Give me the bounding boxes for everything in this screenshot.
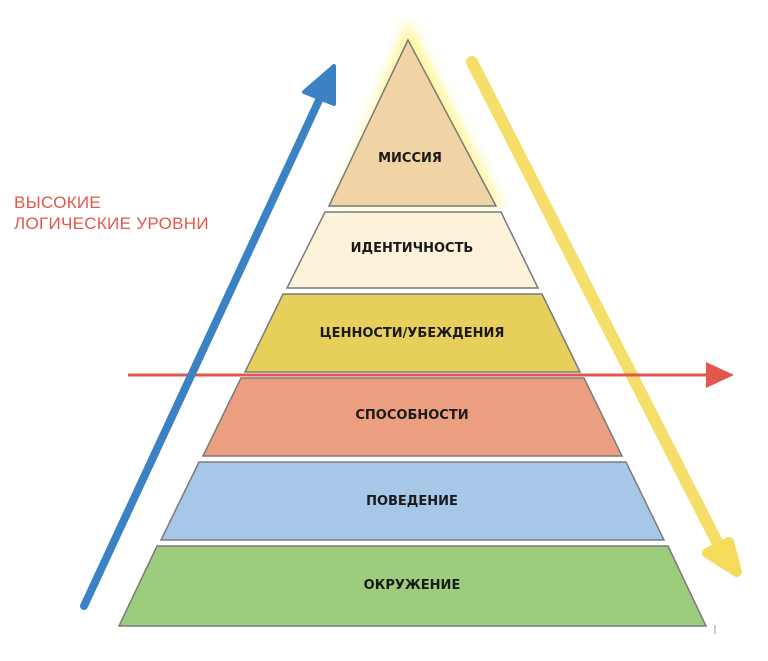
caption-line-1: ВЫСОКИЕ bbox=[14, 193, 102, 212]
level-behavior: ПОВЕДЕНИЕ bbox=[159, 461, 666, 541]
level-identity: ИДЕНТИЧНОСТЬ bbox=[285, 211, 540, 289]
tier-shape bbox=[327, 38, 498, 207]
ascending-arrow bbox=[80, 64, 336, 610]
level-label-identity: ИДЕНТИЧНОСТЬ bbox=[351, 241, 474, 256]
levels-caption: ВЫСОКИЕ ЛОГИЧЕСКИЕ УРОВНИ bbox=[14, 192, 209, 234]
divider-arrow bbox=[128, 362, 734, 388]
level-label-mission: МИССИЯ bbox=[378, 151, 442, 166]
level-mission: МИССИЯ bbox=[327, 38, 498, 207]
level-label-environment: ОКРУЖЕНИЕ bbox=[364, 578, 461, 593]
tier-shape bbox=[243, 293, 582, 373]
caption-line-2: ЛОГИЧЕСКИЕ УРОВНИ bbox=[14, 214, 209, 233]
tier-shape bbox=[117, 545, 708, 627]
level-environment: ОКРУЖЕНИЕ bbox=[117, 545, 708, 627]
tier-shape bbox=[285, 211, 540, 289]
tier-shape bbox=[201, 377, 624, 457]
descending-arrow bbox=[466, 56, 742, 577]
level-label-behavior: ПОВЕДЕНИЕ bbox=[366, 494, 458, 509]
level-capabilities: СПОСОБНОСТИ bbox=[201, 377, 624, 457]
pyramid-tiers: МИССИЯ ИДЕНТИЧНОСТЬ ЦЕННОСТИ/УБЕЖДЕНИЯ С… bbox=[117, 38, 708, 627]
level-label-capabilities: СПОСОБНОСТИ bbox=[355, 408, 468, 423]
level-values-beliefs: ЦЕННОСТИ/УБЕЖДЕНИЯ bbox=[243, 293, 582, 373]
level-label-values-beliefs: ЦЕННОСТИ/УБЕЖДЕНИЯ bbox=[320, 326, 505, 341]
tier-shape bbox=[159, 461, 666, 541]
